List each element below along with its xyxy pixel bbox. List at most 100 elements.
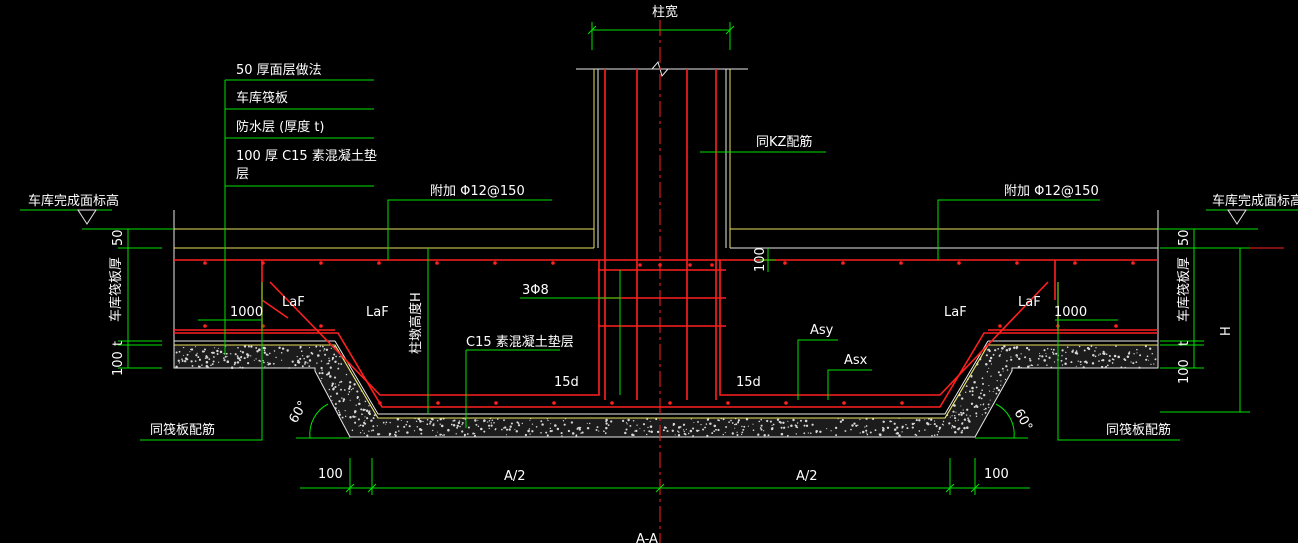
hatch-dot bbox=[690, 418, 692, 420]
hatch-dot bbox=[315, 345, 318, 348]
hatch-dot bbox=[795, 433, 798, 435]
label-same-kz: 同KZ配筋 bbox=[756, 134, 812, 150]
hatch-dot bbox=[965, 391, 967, 393]
hatch-dot bbox=[239, 350, 242, 353]
hatch-dot bbox=[975, 415, 978, 418]
hatch-dot bbox=[308, 359, 312, 362]
hatch-dot bbox=[981, 377, 984, 380]
hatch-dot bbox=[936, 434, 939, 436]
hatch-dot bbox=[804, 419, 808, 423]
hatch-dot bbox=[963, 426, 966, 430]
hatch-dot bbox=[308, 365, 311, 367]
hatch-dot bbox=[241, 366, 244, 369]
hatch-dot bbox=[841, 418, 844, 422]
hatch-dot bbox=[405, 423, 408, 426]
hatch-dot bbox=[319, 350, 321, 352]
hatch-dot bbox=[656, 430, 660, 434]
rebar-dot bbox=[435, 261, 439, 265]
hatch-dot bbox=[299, 347, 301, 349]
hatch-dot bbox=[605, 426, 608, 430]
hatch-dot bbox=[1027, 365, 1030, 368]
hatch-dot bbox=[975, 412, 978, 415]
hatch-dot bbox=[709, 422, 712, 425]
rebar-dot bbox=[1131, 261, 1135, 265]
hatch-dot bbox=[321, 371, 324, 375]
hatch-dot bbox=[741, 431, 744, 434]
hatch-dot bbox=[359, 424, 362, 427]
hatch-dot bbox=[752, 429, 755, 431]
rebar-dot bbox=[319, 324, 323, 328]
hatch-dot bbox=[734, 427, 736, 429]
hatch-dot bbox=[267, 361, 269, 364]
hatch-dot bbox=[787, 426, 789, 428]
hatch-dot bbox=[942, 424, 945, 426]
hatch-dot bbox=[678, 431, 680, 433]
hatch-dot bbox=[175, 365, 178, 369]
hatch-dot bbox=[361, 424, 365, 427]
hatch-dot bbox=[214, 347, 216, 349]
hatch-dot bbox=[935, 425, 938, 427]
hatch-dot bbox=[780, 432, 784, 436]
hatch-dot bbox=[1046, 347, 1049, 350]
hatch-dot bbox=[516, 421, 519, 424]
hatch-dot bbox=[598, 430, 600, 432]
hatch-dot bbox=[184, 360, 187, 363]
hatch-dot bbox=[969, 415, 971, 417]
hatch-dot bbox=[1154, 358, 1157, 361]
hatch-dot bbox=[713, 430, 716, 433]
hatch-dot bbox=[951, 424, 954, 427]
hatch-dot bbox=[855, 424, 858, 427]
hatch-dot bbox=[239, 366, 241, 369]
hatch-dot bbox=[488, 419, 491, 422]
hatch-dot bbox=[181, 358, 183, 361]
hatch-dot bbox=[263, 349, 266, 352]
hatch-dot bbox=[364, 420, 366, 422]
hatch-dot bbox=[1006, 360, 1008, 362]
hatch-dot bbox=[1045, 353, 1047, 355]
hatch-dot bbox=[1108, 359, 1111, 362]
hatch-dot bbox=[459, 425, 461, 428]
hatch-dot bbox=[997, 388, 1001, 392]
hatch-dot bbox=[210, 364, 212, 366]
hatch-dot bbox=[546, 434, 549, 437]
hatch-dot bbox=[636, 424, 638, 426]
hatch-dot bbox=[208, 358, 211, 360]
hatch-dot bbox=[1003, 345, 1006, 348]
hatch-dot bbox=[981, 414, 983, 416]
hatch-dot bbox=[431, 418, 434, 421]
hatch-dot bbox=[441, 433, 443, 436]
rebar-dot bbox=[552, 401, 556, 405]
label-c15-cushion: C15 素混凝土垫层 bbox=[466, 334, 574, 350]
hatch-dot bbox=[646, 433, 648, 436]
hatch-dot bbox=[767, 434, 770, 437]
hatch-dot bbox=[1123, 358, 1126, 361]
hatch-dot bbox=[737, 419, 741, 422]
hatch-dot bbox=[328, 388, 331, 391]
hatch-dot bbox=[422, 420, 424, 423]
column bbox=[174, 20, 760, 543]
label-garage-finish-left: 车库完成面标高 bbox=[28, 193, 119, 209]
hatch-dot bbox=[510, 422, 513, 425]
hatch-dot bbox=[199, 366, 201, 368]
hatch-dot bbox=[452, 423, 456, 427]
hatch-dot bbox=[958, 413, 960, 416]
hatch-dot bbox=[535, 426, 538, 428]
hatch-dot bbox=[564, 418, 567, 420]
hatch-dot bbox=[238, 357, 241, 360]
hatch-dot bbox=[501, 428, 503, 431]
hatch-dot bbox=[267, 363, 270, 366]
hatch-dot bbox=[226, 355, 228, 358]
hatch-dot bbox=[760, 428, 763, 431]
hatch-dot bbox=[318, 372, 321, 375]
hatch-dot bbox=[783, 426, 786, 429]
dim-bottom-100-right: 100 bbox=[984, 467, 1009, 482]
hatch-dot bbox=[1103, 352, 1106, 355]
hatch-dot bbox=[1092, 354, 1095, 357]
hatch-dot bbox=[439, 433, 442, 436]
hatch-dot bbox=[253, 359, 255, 361]
label-laf-3: LaF bbox=[944, 305, 967, 320]
hatch-dot bbox=[491, 419, 494, 422]
hatch-dot bbox=[368, 410, 371, 413]
hatch-dot bbox=[524, 433, 528, 437]
hatch-dot bbox=[563, 423, 566, 426]
